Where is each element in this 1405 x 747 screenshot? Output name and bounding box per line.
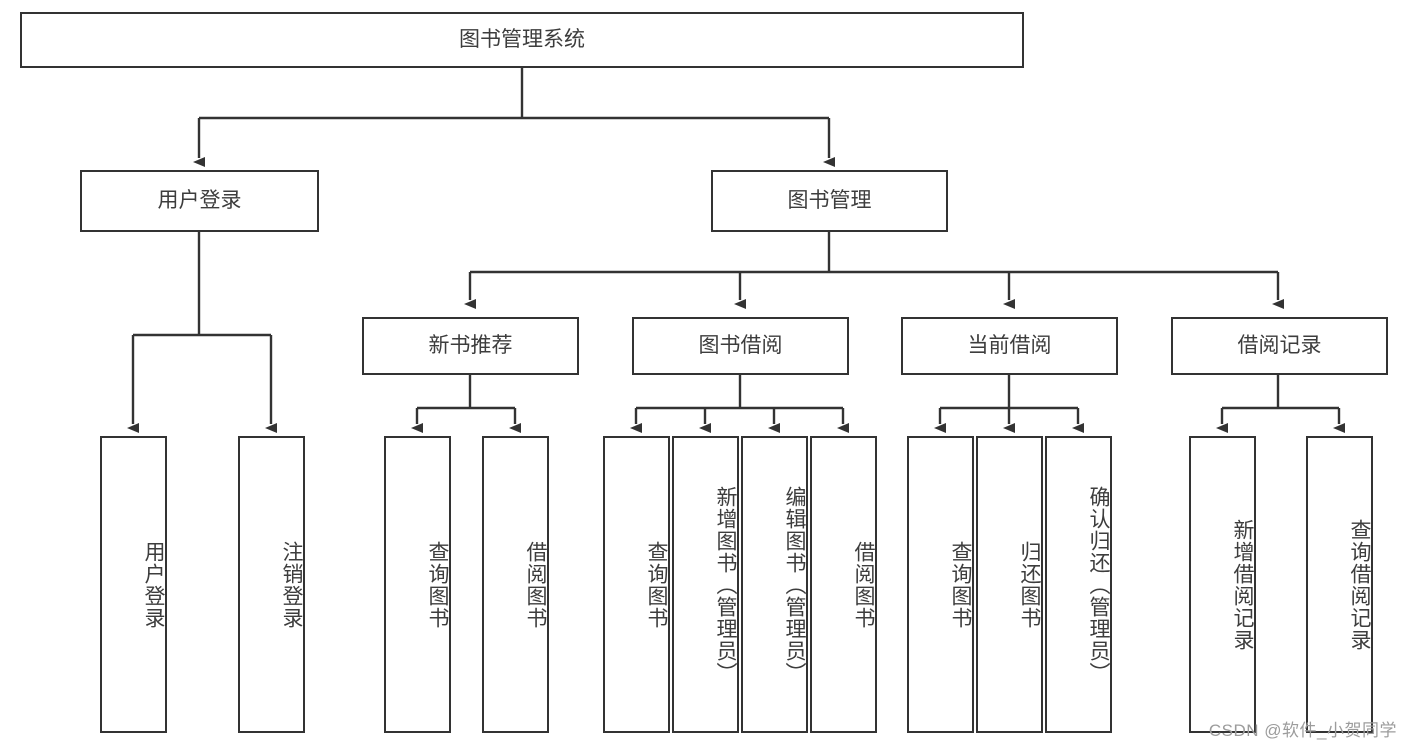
node-current-borrow[interactable]: 当前借阅 <box>901 317 1118 375</box>
leaf-label: 查询借阅记录 <box>1348 518 1371 651</box>
leaf-label: 借阅图书 <box>524 540 547 629</box>
leaf-record-query-record[interactable]: 查询借阅记录 <box>1306 436 1373 733</box>
node-book-management[interactable]: 图书管理 <box>711 170 948 232</box>
leaf-label: 借阅图书 <box>852 540 875 629</box>
node-book-borrow[interactable]: 图书借阅 <box>632 317 849 375</box>
leaf-label: 新增图书（管理员） <box>714 485 737 684</box>
leaf-label: 查询图书 <box>949 540 972 629</box>
watermark-text: CSDN @软件_小贺同学 <box>1208 721 1397 740</box>
leaf-current-query-book[interactable]: 查询图书 <box>907 436 974 733</box>
node-user-login[interactable]: 用户登录 <box>80 170 319 232</box>
leaf-label: 新增借阅记录 <box>1231 518 1254 651</box>
node-root[interactable]: 图书管理系统 <box>20 12 1024 68</box>
leaf-current-confirm-return-admin[interactable]: 确认归还（管理员） <box>1045 436 1112 733</box>
leaf-label: 注销登录 <box>280 540 303 629</box>
leaf-label: 归还图书 <box>1018 540 1041 629</box>
leaf-recommend-query-book[interactable]: 查询图书 <box>384 436 451 733</box>
leaf-label: 查询图书 <box>426 540 449 629</box>
node-borrow-record[interactable]: 借阅记录 <box>1171 317 1388 375</box>
leaf-borrow-query-book[interactable]: 查询图书 <box>603 436 670 733</box>
leaf-user-login[interactable]: 用户登录 <box>100 436 167 733</box>
leaf-current-return-book[interactable]: 归还图书 <box>976 436 1043 733</box>
leaf-recommend-borrow-book[interactable]: 借阅图书 <box>482 436 549 733</box>
leaf-user-logout[interactable]: 注销登录 <box>238 436 305 733</box>
leaf-borrow-borrow-book[interactable]: 借阅图书 <box>810 436 877 733</box>
leaf-record-add-record[interactable]: 新增借阅记录 <box>1189 436 1256 733</box>
leaf-label: 查询图书 <box>645 540 668 629</box>
leaf-borrow-edit-book-admin[interactable]: 编辑图书（管理员） <box>741 436 808 733</box>
node-new-book-recommend[interactable]: 新书推荐 <box>362 317 579 375</box>
leaf-label: 编辑图书（管理员） <box>783 485 806 684</box>
leaf-label: 确认归还（管理员） <box>1087 485 1110 684</box>
leaf-label: 用户登录 <box>142 540 165 629</box>
leaf-borrow-add-book-admin[interactable]: 新增图书（管理员） <box>672 436 739 733</box>
